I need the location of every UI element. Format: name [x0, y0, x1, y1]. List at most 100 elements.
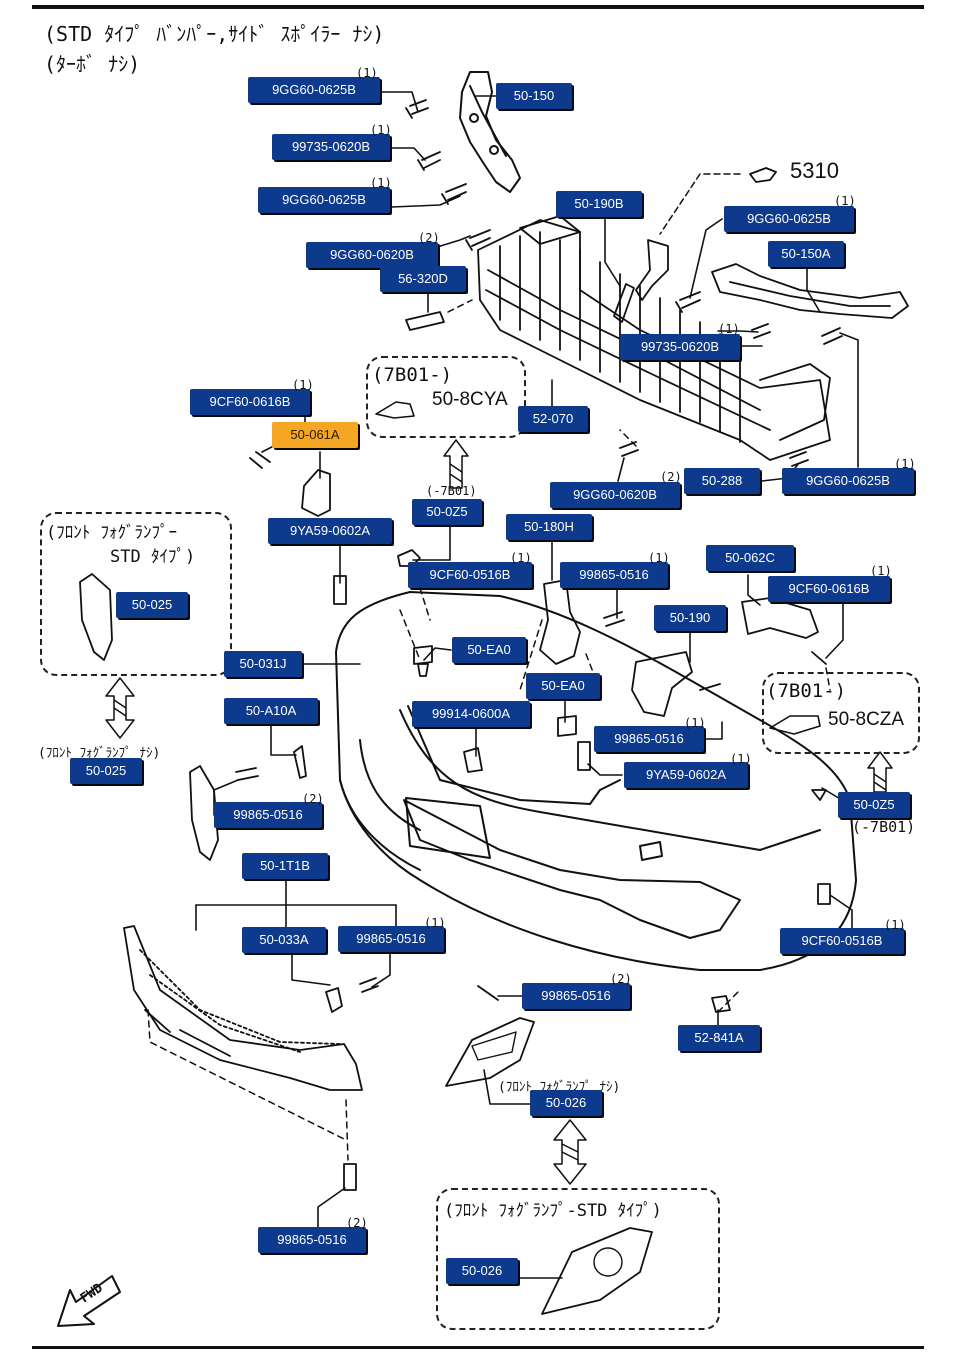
part-tag-99865-0516[interactable]: 99865-0516: [258, 1227, 366, 1253]
part-tag-50-EA0[interactable]: 50-EA0: [526, 673, 600, 699]
qty-label: (1): [730, 752, 752, 766]
bracket-50-150: [459, 71, 521, 193]
qty-label: (2): [660, 470, 682, 484]
part-50-190B: [613, 283, 635, 323]
qty-label: (2): [346, 1216, 368, 1230]
version-note-7b01-a: (7B01-): [372, 364, 453, 386]
bolts: [235, 99, 843, 1191]
part-tag-50-033A[interactable]: 50-033A: [242, 927, 326, 953]
qty-label: (2): [610, 972, 632, 986]
dashed-lines: [147, 299, 831, 1161]
qty-label: (1): [292, 378, 314, 392]
fog-bezel-none-left: [189, 765, 219, 861]
part-tag-9GG60-0625B[interactable]: 9GG60-0625B: [258, 187, 390, 213]
part-50-062C: [741, 597, 819, 639]
part-tag-99865-0516[interactable]: 99865-0516: [522, 983, 630, 1009]
part-tag-99865-0516[interactable]: 99865-0516: [560, 562, 668, 588]
top-rule: [32, 5, 924, 9]
part-tag-50-1T1B[interactable]: 50-1T1B: [242, 853, 328, 879]
part-tag-50-026[interactable]: 50-026: [446, 1258, 518, 1284]
part-tag-9GG60-0620B[interactable]: 9GG60-0620B: [306, 242, 438, 268]
version-note-7b01-c: (-7B01): [426, 484, 477, 498]
fog-std-note-line1: (ﾌﾛﾝﾄ ﾌｫｸﾞﾗﾝﾌﾟｰ: [46, 523, 177, 543]
qty-label: (1): [370, 176, 392, 190]
qty-label: (1): [370, 123, 392, 137]
variant-box-fog-std: [40, 512, 232, 676]
part-tag-99865-0516[interactable]: 99865-0516: [594, 726, 704, 752]
part-tag-50-0Z5[interactable]: 50-0Z5: [838, 792, 910, 818]
part-tag-52-070[interactable]: 52-070: [518, 406, 588, 432]
fog-std-note-line2: STD ﾀｲﾌﾟ): [110, 547, 196, 567]
qty-label: (1): [870, 564, 892, 578]
ref-50-8CZA-label: 50-8CZA: [828, 709, 905, 730]
qty-label: (1): [356, 66, 378, 80]
part-tag-99735-0620B[interactable]: 99735-0620B: [272, 134, 390, 160]
clip-50-EA0-b: [557, 715, 577, 737]
part-tag-50-026[interactable]: 50-026: [530, 1090, 602, 1116]
part-50-190: [631, 651, 693, 717]
part-tag-99914-0600A[interactable]: 99914-0600A: [412, 701, 530, 727]
fog-bezel-none-bottom: [445, 1017, 535, 1087]
qty-label: (1): [894, 457, 916, 471]
ref-5310-label: 5310: [790, 158, 839, 183]
part-tag-50-062C[interactable]: 50-062C: [706, 545, 794, 571]
part-tag-99735-0620B[interactable]: 99735-0620B: [620, 334, 740, 360]
part-tag-9CF60-0516B[interactable]: 9CF60-0516B: [780, 928, 904, 954]
version-note-7b01-b: (7B01-): [766, 680, 847, 702]
qty-label: (1): [424, 916, 446, 930]
part-tag-50-025[interactable]: 50-025: [70, 758, 142, 784]
part-50-A10A: [293, 745, 307, 779]
qty-label: (1): [834, 194, 856, 208]
bottom-rule: [32, 1346, 924, 1349]
clip-50-033A: [325, 987, 343, 1013]
part-tag-50-180H[interactable]: 50-180H: [506, 514, 592, 540]
part-tag-99865-0516[interactable]: 99865-0516: [214, 802, 322, 828]
part-tag-50-025[interactable]: 50-025: [116, 592, 188, 618]
clip-50-EA0-a: [413, 645, 433, 677]
part-50-061A: [301, 469, 331, 517]
part-tag-9CF60-0616B[interactable]: 9CF60-0616B: [190, 389, 310, 415]
clip-5310-symbol: [749, 167, 777, 183]
part-tag-50-190B[interactable]: 50-190B: [556, 191, 642, 217]
swap-arrow-left: [105, 677, 135, 739]
part-tag-56-320D[interactable]: 56-320D: [380, 266, 466, 292]
part-tag-9CF60-0516B[interactable]: 9CF60-0516B: [408, 562, 532, 588]
qty-label: (2): [302, 792, 324, 806]
part-tag-50-061A-highlighted[interactable]: 50-061A: [272, 422, 358, 448]
up-arrow-7b01-b: [867, 751, 893, 793]
fwd-arrow-icon: [57, 1275, 121, 1327]
header-line-2: (ﾀｰﾎﾞ ﾅｼ): [44, 52, 141, 76]
variant-box-8cya: [366, 356, 526, 438]
part-tag-9GG60-0625B[interactable]: 9GG60-0625B: [724, 206, 854, 232]
part-tag-9GG60-0625B[interactable]: 9GG60-0625B: [782, 468, 914, 494]
part-tag-50-288[interactable]: 50-288: [684, 468, 760, 494]
part-tag-52-841A[interactable]: 52-841A: [678, 1025, 760, 1051]
qty-label: (2): [418, 231, 440, 245]
part-tag-9YA59-0602A[interactable]: 9YA59-0602A: [268, 518, 392, 544]
part-tag-50-150A[interactable]: 50-150A: [768, 241, 844, 267]
part-99914-0600A: [463, 747, 483, 773]
part-tag-50-A10A[interactable]: 50-A10A: [224, 698, 318, 724]
part-tag-99865-0516[interactable]: 99865-0516: [338, 926, 444, 952]
part-tag-50-0Z5[interactable]: 50-0Z5: [412, 499, 482, 525]
qty-label: (1): [884, 918, 906, 932]
part-tag-9GG60-0625B[interactable]: 9GG60-0625B: [248, 77, 380, 103]
part-tag-9GG60-0620B[interactable]: 9GG60-0620B: [550, 482, 680, 508]
part-tag-9YA59-0602A[interactable]: 9YA59-0602A: [624, 762, 748, 788]
up-arrow-7b01-a: [443, 439, 469, 489]
part-tag-50-031J[interactable]: 50-031J: [224, 651, 302, 677]
fog-none-note-left: (ﾌﾛﾝﾄ ﾌｫｸﾞﾗﾝﾌﾟ ﾅｼ): [38, 746, 161, 761]
part-tag-50-190[interactable]: 50-190: [654, 605, 726, 631]
part-tag-9CF60-0616B[interactable]: 9CF60-0616B: [768, 576, 890, 602]
bracket-50-150A: [711, 263, 909, 319]
part-50-8CZA: [769, 715, 821, 735]
part-50-180H: [539, 579, 581, 665]
header-line-1: (STD ﾀｲﾌﾟ ﾊﾞﾝﾊﾟｰ,ｻｲﾄﾞ ｽﾎﾟｲﾗｰ ﾅｼ): [44, 22, 385, 46]
variant-box-fog-std-bottom: [436, 1188, 720, 1330]
qty-label: (1): [684, 716, 706, 730]
part-tag-50-150[interactable]: 50-150: [496, 83, 572, 109]
variant-box-8cza: [762, 672, 920, 754]
part-tag-50-EA0[interactable]: 50-EA0: [452, 637, 526, 663]
